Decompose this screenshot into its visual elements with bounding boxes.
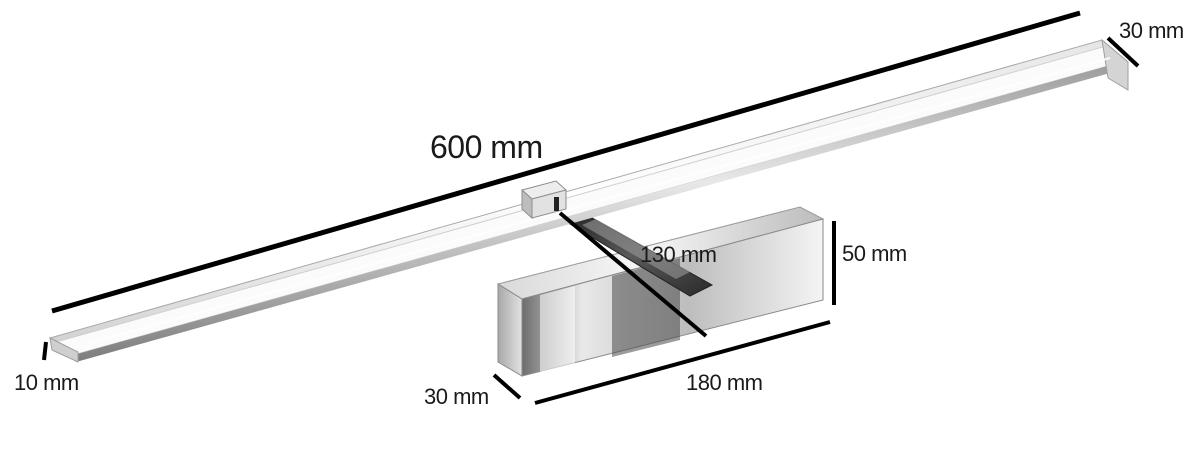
arm-highlight [582, 219, 690, 279]
dimension-depth-label: 30 mm [1119, 18, 1184, 43]
lamp-bar-front-edge [70, 62, 1128, 362]
dim-line-height [42, 341, 48, 361]
dimension-arm-label: 130 mm [640, 242, 717, 267]
wall-bracket [496, 206, 825, 377]
bracket-reflection [612, 258, 680, 357]
lamp-bar [48, 38, 1130, 363]
dim-line-depth [1106, 36, 1140, 68]
dim-line-bracket-depth [492, 373, 522, 400]
dimension-bracket-width-label: 180 mm [686, 370, 763, 395]
dimension-lines [42, 10, 1140, 405]
bracket-highlight [540, 286, 575, 373]
arm-joint [520, 180, 568, 220]
dim-line-length [51, 10, 1081, 314]
lamp-bar-end-cap-left [49, 337, 79, 363]
joint-slot [554, 197, 559, 211]
dimension-length-label: 600 mm [430, 129, 543, 165]
lamp-bar-end-cap-right [1101, 38, 1129, 91]
dimension-height-label: 10 mm [14, 370, 79, 395]
bracket-front-face [497, 283, 523, 377]
dim-line-arm [558, 211, 708, 338]
dim-line-bracket-width [534, 320, 831, 405]
dimension-bracket-depth-label: 30 mm [424, 384, 489, 409]
lamp-bar-highlight [89, 57, 1111, 344]
dimension-bracket-height-label: 50 mm [842, 241, 907, 266]
